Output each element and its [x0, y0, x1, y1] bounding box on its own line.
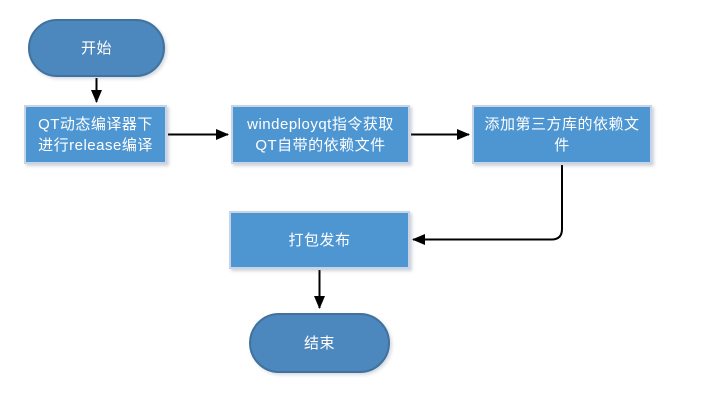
node-thirdparty-deps: 添加第三方库的依赖文 件	[472, 105, 655, 164]
node-package-release: 打包发布	[229, 211, 410, 269]
node-compile-release: QT动态编译器下进行release编译	[24, 105, 167, 164]
node-windeployqt: windeployqt指令获取QT自带的依赖文件	[231, 105, 410, 164]
node-start: 开始	[28, 19, 165, 77]
edge-thirdparty-package	[412, 165, 563, 245]
node-end: 结束	[249, 313, 390, 373]
